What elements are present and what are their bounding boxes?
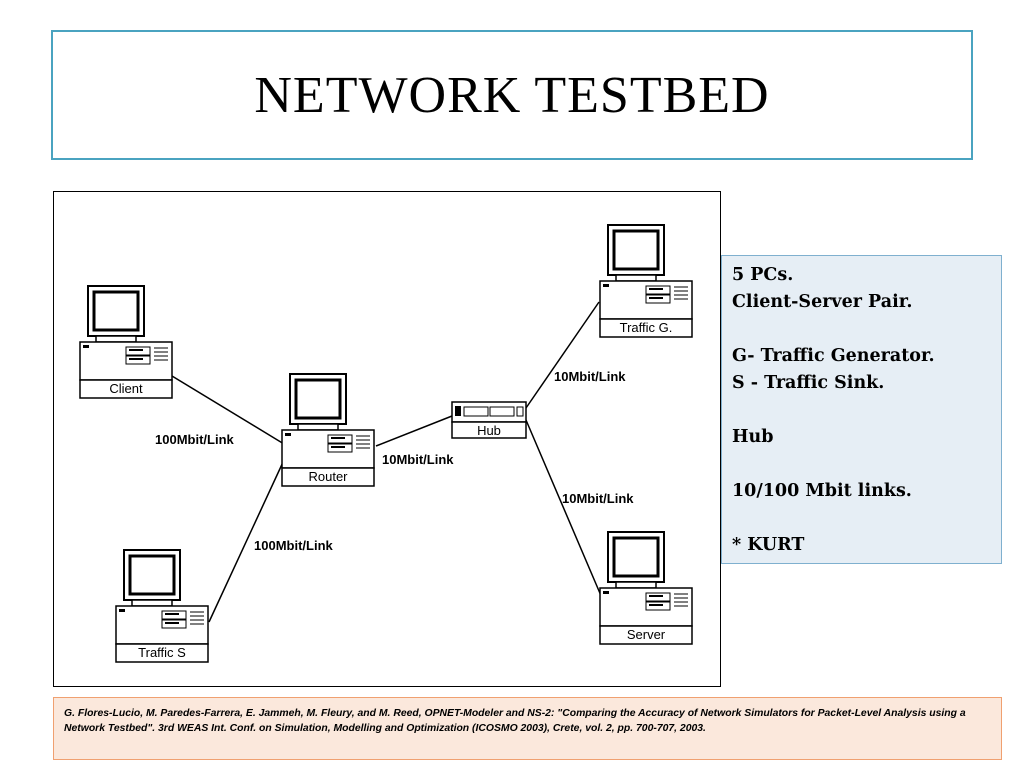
link-lines xyxy=(171,301,603,623)
info-line xyxy=(732,505,1001,532)
network-diagram: Client Router Traffic S Traffic G. Serve… xyxy=(53,191,721,687)
info-line: Client-Server Pair. xyxy=(732,292,913,312)
link-label-hub-trafficg: 10Mbit/Link xyxy=(554,369,626,384)
info-line: S - Traffic Sink. xyxy=(732,373,885,393)
link-label-traffics-router: 100Mbit/Link xyxy=(254,538,334,553)
slide-title: NETWORK TESTBED xyxy=(254,66,770,124)
info-line: Hub xyxy=(732,427,774,447)
info-box: 5 PCs. Client-Server Pair. G- Traffic Ge… xyxy=(721,255,1002,564)
link-label-router-hub: 10Mbit/Link xyxy=(382,452,454,467)
info-line: * KURT xyxy=(732,535,805,555)
reference-box: G. Flores-Lucio, M. Paredes-Farrera, E. … xyxy=(53,697,1002,760)
link-label-client-router: 100Mbit/Link xyxy=(155,432,235,447)
link-hub-server xyxy=(525,419,603,599)
title-box: NETWORK TESTBED xyxy=(51,30,973,160)
info-line xyxy=(732,316,1001,343)
traffic-sink-computer-icon: Traffic S xyxy=(114,548,210,664)
client-label: Client xyxy=(109,381,143,396)
link-router-hub xyxy=(375,415,453,447)
server-computer-icon: Server xyxy=(598,530,694,646)
router-label: Router xyxy=(308,469,348,484)
info-line: G- Traffic Generator. xyxy=(732,346,935,366)
link-label-hub-server: 10Mbit/Link xyxy=(562,491,634,506)
info-line: 5 PCs. xyxy=(732,265,794,285)
traffic-g-label: Traffic G. xyxy=(620,320,673,335)
router-computer-icon: Router xyxy=(280,372,376,488)
traffic-generator-computer-icon: Traffic G. xyxy=(598,223,694,339)
info-line: 10/100 Mbit links. xyxy=(732,481,912,501)
client-computer-icon: Client xyxy=(78,284,174,400)
info-line xyxy=(732,397,1001,424)
traffic-s-label: Traffic S xyxy=(138,645,186,660)
hub-device-icon: Hub xyxy=(451,401,527,439)
server-label: Server xyxy=(627,627,666,642)
link-hub-trafficg xyxy=(525,301,600,409)
hub-label: Hub xyxy=(477,423,501,438)
reference-text: G. Flores-Lucio, M. Paredes-Farrera, E. … xyxy=(64,708,966,734)
info-line xyxy=(732,451,1001,478)
link-client-router xyxy=(171,375,285,445)
link-traffics-router xyxy=(208,459,285,623)
